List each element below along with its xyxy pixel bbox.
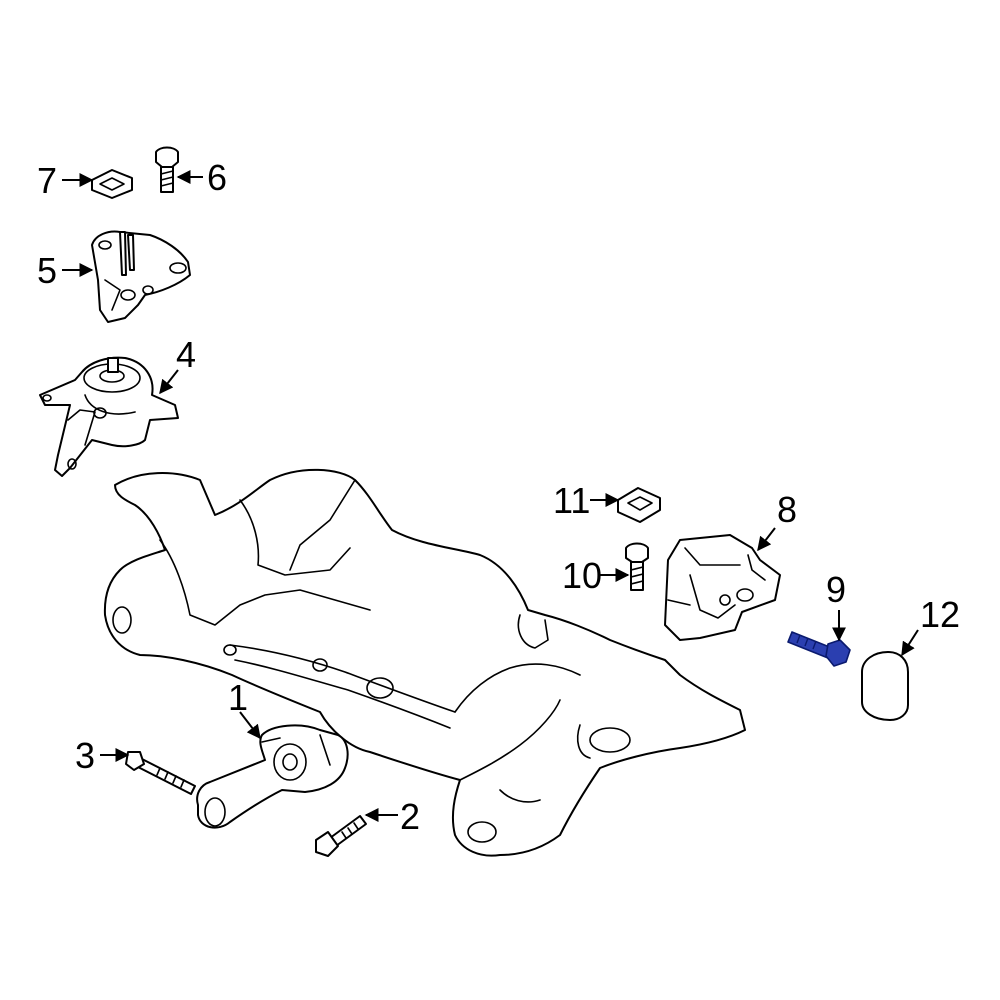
part-4-engine-mount [39,356,179,477]
callout-2: 2 [400,796,420,837]
callout-11: 11 [553,480,590,521]
callout-5: 5 [37,250,57,291]
callout-4: 4 [176,334,196,375]
part-8-transmission-mount [664,534,781,641]
leader-4 [159,369,179,395]
leader-arrows [62,170,919,822]
callout-8: 8 [777,489,797,530]
part-11-clip-nut [617,487,661,523]
callout-10: 10 [562,555,602,596]
part-1-torque-rod [196,724,349,829]
part-7-clip-nut [91,169,133,199]
callout-12: 12 [920,594,960,635]
callout-9: 9 [826,569,846,610]
leader-8 [757,527,776,552]
part-9-bolt-highlighted[interactable] [787,631,851,667]
part-2-bolt [315,815,367,857]
part-3-bolt [125,751,196,795]
callout-labels: 1 2 3 4 5 6 7 8 9 10 11 12 [37,157,960,837]
callout-7: 7 [37,160,57,201]
part-6-bolt [155,146,179,193]
callout-3: 3 [75,735,95,776]
callout-1: 1 [228,677,248,718]
part-12-cap [861,651,909,721]
callout-6: 6 [207,157,227,198]
part-10-bolt [625,542,649,591]
part-5-bracket [91,230,191,323]
leader-1 [239,711,261,740]
leader-12 [901,629,919,657]
subframe-illustration [103,468,746,857]
